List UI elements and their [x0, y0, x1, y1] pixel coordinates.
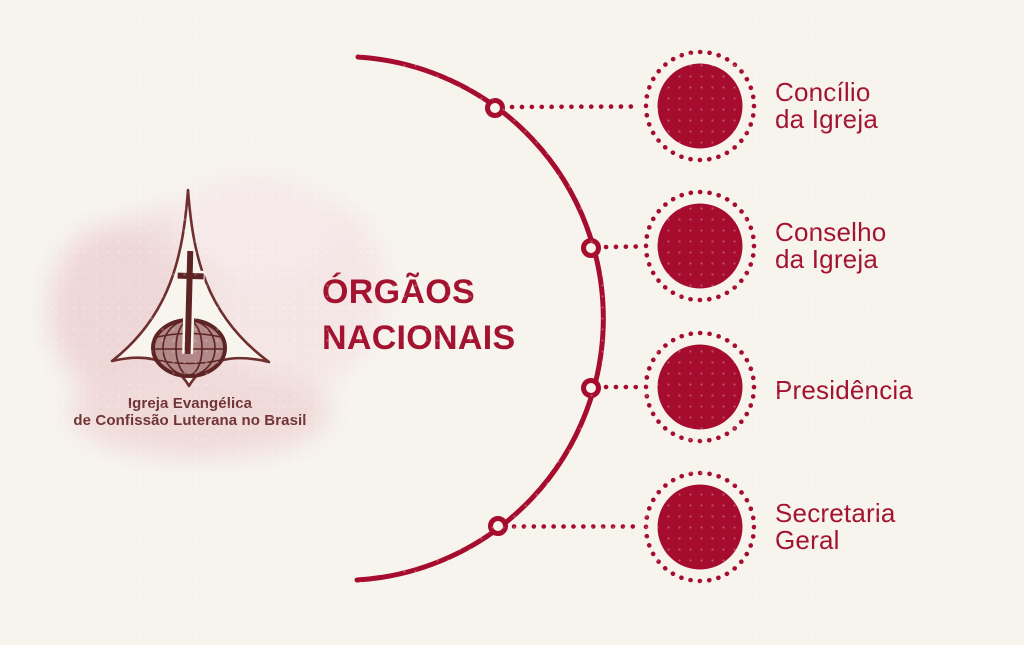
organ-label-presidencia: Presidência [775, 374, 914, 405]
logo-caption-line2: de Confissão Luterana no Brasil [73, 412, 307, 429]
page-title-line2: NACIONAIS [322, 319, 516, 357]
organ-circle [657, 63, 743, 149]
organ-item-concilio [485, 49, 757, 163]
organ-label-conselho: Conselho da Igreja [775, 217, 887, 274]
cross-icon [176, 250, 205, 355]
page-title: ÓRGÃOS NACIONAIS [322, 269, 516, 361]
logo-caption: Igreja Evangélica de Confissão Luterana … [30, 395, 350, 429]
organ-label-concilio: Concílio da Igreja [775, 77, 878, 134]
logo-caption-line1: Igreja Evangélica [127, 395, 253, 412]
dotted-ring [643, 470, 757, 584]
ieclb-emblem [110, 188, 271, 388]
arc-node [488, 516, 508, 536]
organ-circle [657, 484, 743, 570]
organ-item-presidencia [581, 330, 757, 444]
dotted-ring [643, 49, 757, 163]
organ-item-secretaria [488, 470, 757, 584]
organ-label-secretaria: Secretaria Geral [775, 498, 896, 555]
dotted-ring [643, 189, 757, 303]
page-title-line1: ÓRGÃOS [322, 273, 475, 311]
dotted-ring [643, 330, 757, 444]
organ-circle [657, 203, 743, 289]
semicircle-arc [354, 54, 606, 583]
arc-node [485, 98, 505, 118]
arc-node [581, 238, 601, 258]
dotted-connector [509, 104, 640, 110]
organ-circle [657, 344, 743, 430]
watercolor-blob [50, 175, 385, 457]
organ-item-conselho [581, 189, 757, 303]
arc-node [581, 378, 601, 398]
dotted-connector [603, 244, 640, 250]
